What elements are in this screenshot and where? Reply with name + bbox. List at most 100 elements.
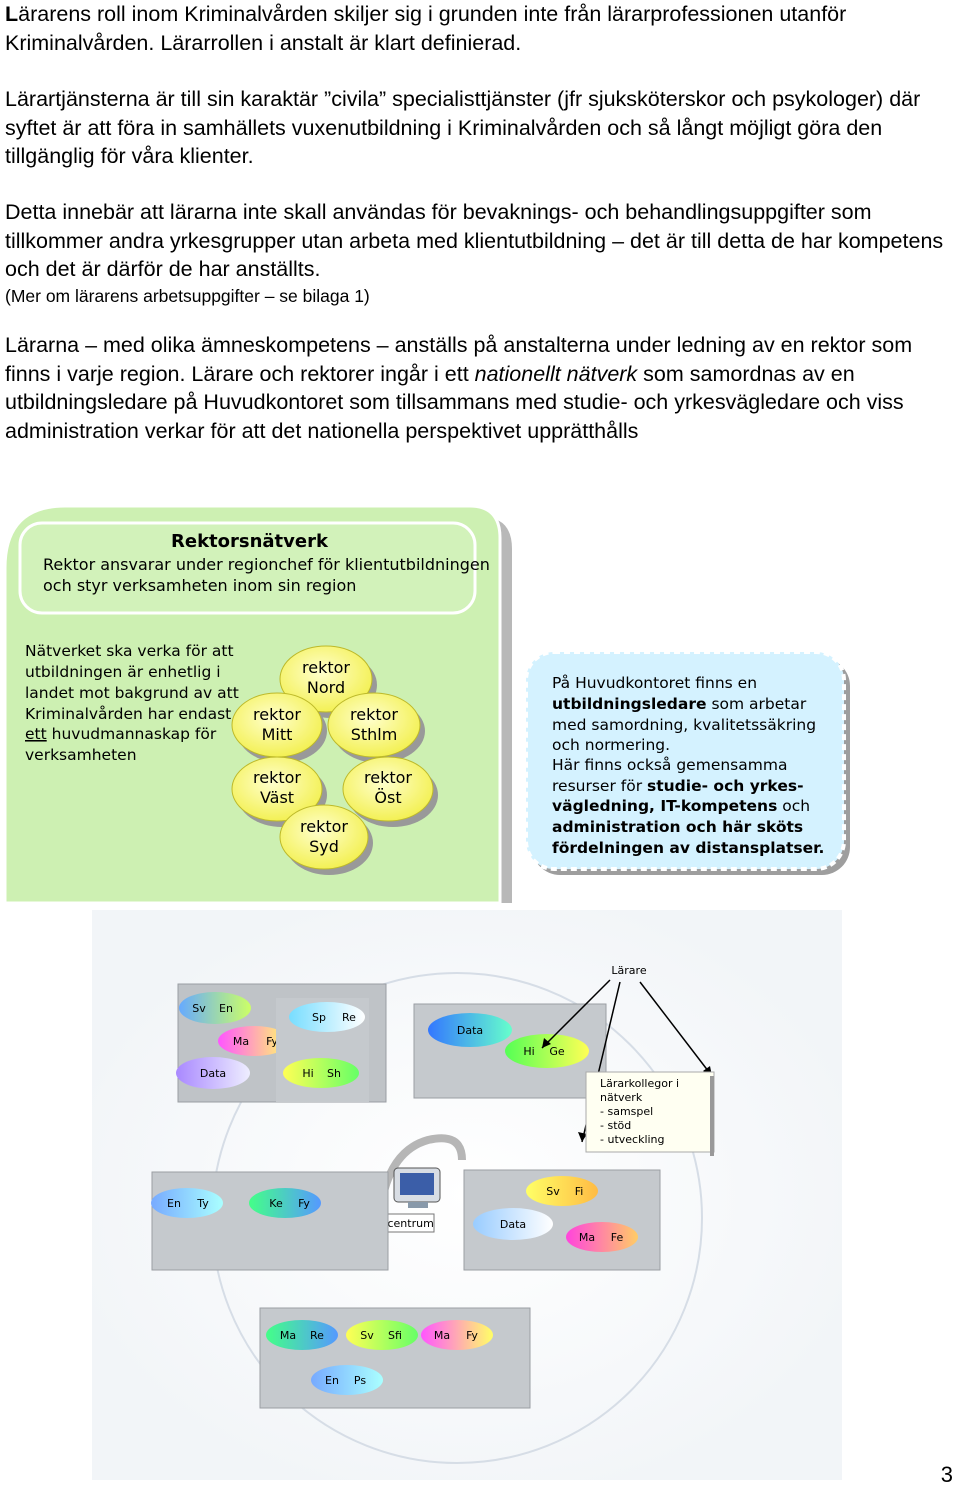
kollegor-note-shadow <box>710 1076 714 1156</box>
tag-sv-en-1 <box>179 992 251 1024</box>
hk-box-text: På Huvudkontoret finns en utbildningsled… <box>552 674 824 857</box>
oval-mitt: rektor Mitt <box>231 692 327 763</box>
hk-line-8: administration och här sköts <box>552 818 803 836</box>
oval-nord-l2: Nord <box>307 678 345 697</box>
oval-syd-l2: Syd <box>309 837 339 856</box>
oval-syd-l1: rektor <box>300 817 348 836</box>
tag-en-3-label: En <box>325 1374 339 1387</box>
tag-ge-label: Ge <box>549 1045 565 1058</box>
kollegor-note-text: Lärarkollegor i nätverk - samspel - stöd… <box>600 1077 679 1146</box>
goal-line-4: Kriminalvården har endast <box>25 705 231 723</box>
tag-en-1-label: En <box>219 1002 233 1015</box>
hk-line-7: vägledning, IT-kompetens och <box>552 797 810 815</box>
note-line-1: Lärarkollegor i <box>600 1077 679 1090</box>
tag-ma-fe <box>566 1222 638 1252</box>
diagram-desc-2: och styr verksamheten inom sin region <box>43 576 356 595</box>
rektor-ovals: rektor Nord rektor Mitt rektor Sthlm rek… <box>231 645 438 875</box>
goal-line-5-text: huvudmannaskap för <box>52 725 217 743</box>
oval-sthlm: rektor Sthlm <box>327 692 425 763</box>
goal-line-2: utbildningen är enhetlig i <box>25 663 221 681</box>
diagram-title: Rektorsnätverk <box>171 531 329 552</box>
tag-fi-label: Fi <box>575 1185 584 1198</box>
oval-syd: rektor Syd <box>279 804 373 875</box>
tag-fy-3-label: Fy <box>466 1329 478 1342</box>
rektorsnatverk-diagram: Rektorsnätverk Rektor ansvarar under reg… <box>5 504 850 903</box>
tag-ty-label: Ty <box>196 1197 209 1210</box>
natcentrum: Nätcentrum <box>367 1134 466 1233</box>
tag-re-label: Re <box>342 1011 356 1024</box>
goal-line-6: verksamheten <box>25 746 137 764</box>
oval-sthlm-l1: rektor <box>350 705 398 724</box>
larare-label: Lärare <box>611 964 646 977</box>
note-line-5: - utveckling <box>600 1133 665 1146</box>
goal-underlined: ett <box>25 725 47 743</box>
oval-sthlm-l2: Sthlm <box>351 725 398 744</box>
note-bilaga: (Mer om lärarens arbetsuppgifter – se bi… <box>5 286 370 306</box>
larare-arrowhead-1 <box>542 1038 551 1048</box>
tag-fy-2-label: Fy <box>298 1197 310 1210</box>
paragraph-natverk-a: Lärarna – med olika ämneskompetens – ans… <box>5 333 913 386</box>
goal-line-1: Nätverket ska verka för att <box>25 642 234 660</box>
oval-mitt-l2: Mitt <box>262 725 293 744</box>
tag-ke-label: Ke <box>269 1197 283 1210</box>
tag-data-2 <box>428 1013 512 1047</box>
tag-en-2-label: En <box>167 1197 181 1210</box>
tag-hi-ge <box>505 1034 589 1068</box>
hk-line-7-rest: och <box>777 797 810 815</box>
tag-sfi-label: Sfi <box>388 1329 402 1342</box>
tag-ke-fy <box>249 1188 321 1218</box>
paragraph-natverk-italic: nationellt nätverk <box>474 361 638 386</box>
tag-en-ty <box>151 1188 223 1218</box>
hk-line-5: Här finns också gemensamma <box>552 756 787 774</box>
drop-letter: L <box>5 2 19 26</box>
tag-data-3 <box>473 1208 553 1240</box>
tag-ps-label: Ps <box>354 1374 366 1387</box>
tag-sv-2-label: Sv <box>546 1185 560 1198</box>
hk-line-1: På Huvudkontoret finns en <box>552 674 757 692</box>
tag-data-1-label: Data <box>200 1067 226 1080</box>
oval-nord-l1: rektor <box>302 658 350 677</box>
school-group-4 <box>151 1171 389 1271</box>
lararnatverk-diagram: Sv En Ma Fy Data Sp Re Hi Sh Data Hi Ge … <box>92 910 842 1480</box>
hk-line-9: fördelningen av distansplatser. <box>552 839 824 857</box>
tag-fe-label: Fe <box>611 1231 624 1244</box>
oval-vast-l1: rektor <box>253 768 301 787</box>
tag-ma-4-label: Ma <box>434 1329 450 1342</box>
hk-line-6-a: resurser för <box>552 777 647 795</box>
note-line-4: - stöd <box>600 1119 631 1132</box>
tag-sv-1-label: Sv <box>192 1002 206 1015</box>
oval-vast-l2: Väst <box>260 788 294 807</box>
hk-line-2-rest: som arbetar <box>707 695 807 713</box>
oval-ost-l1: rektor <box>364 768 412 787</box>
tag-sp-re <box>289 1002 365 1032</box>
paragraph-natverk: Lärarna – med olika ämneskompetens – ans… <box>5 331 957 445</box>
goal-line-3: landet mot bakgrund av att <box>25 684 239 702</box>
oval-ost: rektor Öst <box>342 756 438 827</box>
diagram-desc-1: Rektor ansvarar under regionchef för kli… <box>43 555 490 574</box>
tag-sv-fi <box>526 1176 598 1206</box>
network-goal-text: Nätverket ska verka för att utbildningen… <box>25 642 239 764</box>
tag-fy-1-label: Fy <box>266 1035 278 1048</box>
paragraph-intro: Lärarens roll inom Kriminalvården skilje… <box>5 0 957 57</box>
tag-data-2-label: Data <box>457 1024 483 1037</box>
tag-re-2-label: Re <box>310 1329 324 1342</box>
tag-ma-3-label: Ma <box>280 1329 296 1342</box>
oval-mitt-l1: rektor <box>253 705 301 724</box>
larare-arrow-1 <box>541 979 611 1049</box>
tag-sv-sfi <box>346 1320 418 1350</box>
tag-hi-sh <box>283 1058 359 1088</box>
tag-ma-fy-1 <box>218 1026 290 1056</box>
hk-line-6-bold: studie- och yrkes- <box>647 777 804 795</box>
hk-line-2-bold: utbildningsledare <box>552 695 707 713</box>
tag-sp-label: Sp <box>312 1011 326 1024</box>
title-box <box>18 521 477 615</box>
hk-line-3: med samordning, kvalitetssäkring <box>552 716 816 734</box>
tag-data-1 <box>176 1057 250 1089</box>
computer-stand-icon <box>408 1202 428 1208</box>
hk-line-2: utbildningsledare som arbetar <box>552 695 807 713</box>
goal-line-5: ett huvudmannaskap för <box>25 725 217 743</box>
oval-ost-l2: Öst <box>374 788 401 807</box>
tag-ma-fy-2 <box>421 1320 493 1350</box>
tag-en-ps <box>311 1365 383 1395</box>
network-waves <box>378 1134 466 1201</box>
